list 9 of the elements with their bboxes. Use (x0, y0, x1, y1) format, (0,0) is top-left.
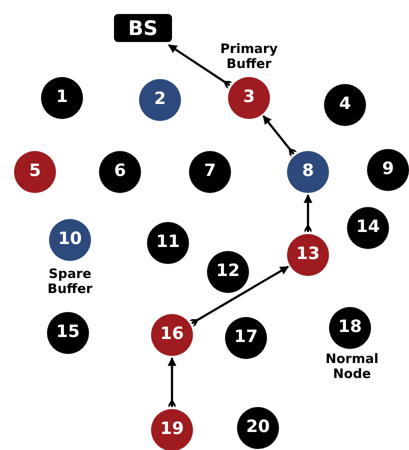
base-station-box: BS (114, 14, 172, 42)
arrow (168, 357, 176, 408)
arrow (304, 194, 312, 233)
node-caption: Spare Buffer (46, 267, 94, 297)
node-caption: Normal Node (324, 352, 380, 382)
arrow (168, 44, 232, 89)
arrow (189, 266, 289, 327)
arrow (262, 115, 297, 157)
node-caption: Primary Buffer (219, 42, 279, 72)
